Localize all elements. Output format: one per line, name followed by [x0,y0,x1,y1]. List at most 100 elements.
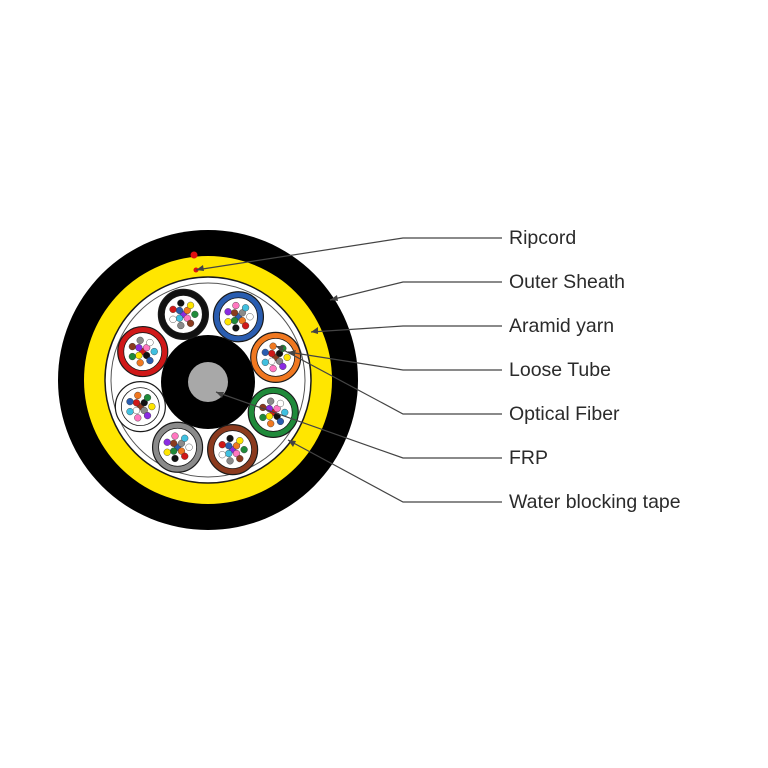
optical-fiber [177,439,186,447]
optical-fiber [191,310,199,318]
loose-tube-slate [151,421,204,473]
optical-fiber [267,420,275,428]
arrowhead-optical-fiber [276,346,284,352]
optical-fiber [181,434,189,442]
arrowhead-water-blocking-tape [288,440,296,447]
optical-fiber [276,399,285,408]
optical-fiber [150,347,158,356]
optical-fiber [232,442,241,450]
optical-fiber [224,318,232,326]
leader-line-frp [215,391,502,459]
optical-fiber [134,391,142,400]
optical-fiber [259,413,267,422]
optical-fiber [232,301,240,310]
label-aramid-yarn: Aramid yarn [509,315,615,337]
optical-fiber [136,359,144,367]
optical-fiber [218,441,226,449]
label-loose-tube: Loose Tube [509,359,611,381]
optical-fiber [218,451,226,459]
optical-fiber [175,306,184,315]
optical-fiber [177,299,185,307]
optical-fiber [241,304,250,312]
optical-fiber [238,317,246,325]
optical-fiber [169,305,177,313]
optical-fiber [240,446,248,454]
ripcord-dot-outer [190,251,198,259]
optical-fiber [170,447,178,455]
optical-fiber [225,449,233,458]
optical-fiber [163,438,171,446]
optical-fiber [236,437,244,445]
loose-tube-white [114,381,166,433]
loose-tube-black [157,288,209,340]
optical-fiber [177,321,185,330]
optical-fiber [128,352,136,361]
arrowhead-loose-tube [288,350,296,356]
optical-fiber [143,351,151,360]
leader-line-optical-fiber [275,345,502,415]
label-water-blocking-tape: Water blocking tape [509,491,681,513]
cable-layers [58,230,358,530]
optical-fiber [148,403,156,411]
optical-fiber [170,439,178,447]
optical-fiber [169,315,177,323]
optical-fiber [126,398,134,406]
optical-fiber [135,344,143,352]
optical-fiber [181,452,189,460]
loose-tube-brown [207,424,259,476]
leader-line-water-blocking-tape [287,439,502,503]
optical-fiber [186,301,195,309]
leader-line-loose-tube [287,351,502,371]
optical-fiber [140,406,148,415]
optical-fiber [226,434,234,443]
optical-fiber [146,356,154,365]
arrowhead-frp [216,392,224,398]
optical-fiber [268,349,276,358]
arrowhead-outer-sheath [330,295,338,301]
optical-fiber [143,394,152,402]
optical-fiber [225,442,233,450]
loose-tube-orange [250,331,302,383]
leader-lines [195,237,502,503]
optical-fiber [140,399,148,407]
optical-fiber [146,338,154,347]
leader-line-outer-sheath [329,281,502,301]
arrowhead-ripcord [196,265,204,271]
label-frp: FRP [509,447,548,469]
label-outer-sheath: Outer Sheath [509,271,625,293]
optical-fiber [232,449,241,458]
optical-fiber [171,454,179,463]
optical-fiber [230,309,239,317]
optical-fiber [171,432,179,440]
optical-fiber [126,408,134,416]
optical-fiber [175,314,184,322]
optical-fiber [143,412,152,420]
optical-fiber [269,364,277,373]
optical-fiber [246,313,254,321]
loose-tubes-group [114,288,302,476]
optical-fiber [132,406,141,415]
optical-fiber [135,351,143,360]
optical-fiber [241,322,250,330]
optical-fiber [261,358,269,366]
optical-fiber [283,353,291,361]
optical-fiber [269,342,277,350]
optical-fiber [226,457,234,465]
optical-fiber [177,447,186,455]
optical-fiber [236,455,244,463]
optical-fiber [276,417,285,426]
optical-fiber [185,443,193,451]
optical-fiber [279,362,287,370]
optical-fiber [136,336,144,344]
optical-fiber [186,319,195,327]
optical-fiber [238,309,246,317]
optical-fiber [265,412,273,420]
water-blocking-tape-inner-line [110,282,306,478]
loose-tube-red [117,325,169,378]
optical-fiber [261,348,269,356]
optical-fiber [230,317,239,325]
optical-fiber [128,342,136,351]
optical-fiber [273,404,281,413]
leader-line-aramid-yarn [310,325,502,333]
